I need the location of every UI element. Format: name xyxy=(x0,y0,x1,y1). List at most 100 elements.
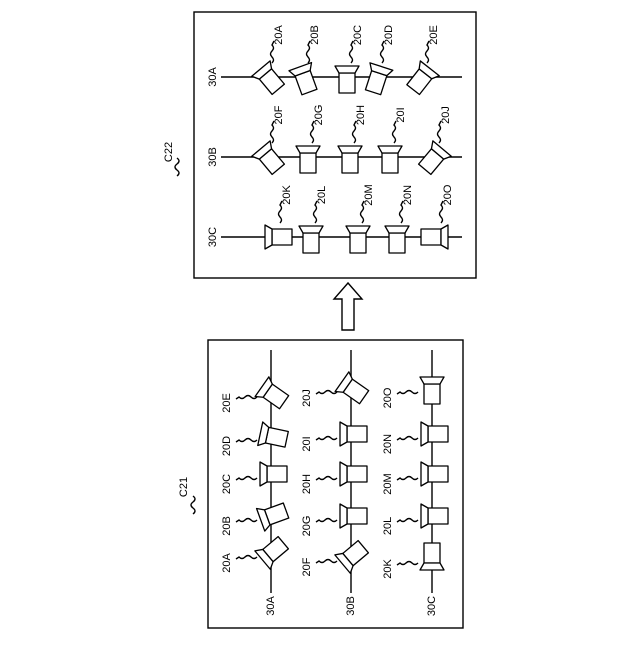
panel-c22-label: C22 xyxy=(163,142,175,162)
lamp-unit: 20E xyxy=(404,25,440,97)
lamp-unit: 20O xyxy=(421,184,454,249)
lamp-body xyxy=(289,63,321,97)
unit-label: 20O xyxy=(382,387,394,408)
lamp-unit: 20A xyxy=(221,534,291,573)
lamp-body xyxy=(338,146,362,173)
lamp-unit: 20N xyxy=(382,422,448,454)
unit-leader xyxy=(397,391,418,395)
upper-rail-30b: 30B 20F 20G 20H 20I 20J xyxy=(207,105,462,177)
lamp-body xyxy=(299,226,323,253)
lamp-unit: 20A xyxy=(252,25,288,97)
unit-leader xyxy=(316,391,337,395)
lower-rail-30b: 30B20F20G20H20I20J xyxy=(301,350,371,616)
unit-label: 20K xyxy=(281,185,293,205)
lower-rail-30c: 30C20K20L20M20N20O xyxy=(382,350,448,616)
unit-label: 20C xyxy=(221,474,233,494)
lamp-unit: 20G xyxy=(296,105,325,173)
unit-label: 20E xyxy=(428,25,440,45)
lamp-unit: 20K xyxy=(382,543,444,579)
unit-label: 20N xyxy=(402,185,414,205)
unit-label: 20A xyxy=(273,25,285,45)
lamp-body xyxy=(340,462,367,486)
unit-leader xyxy=(397,562,418,566)
unit-label: 20M xyxy=(363,184,375,205)
lamp-body xyxy=(258,422,289,451)
lamp-body xyxy=(378,146,402,173)
lamp-unit: 20J xyxy=(416,106,452,177)
unit-leader xyxy=(316,437,337,441)
lamp-unit: 20I xyxy=(378,107,407,173)
lamp-unit: 20C xyxy=(221,462,287,494)
unit-leader xyxy=(236,439,257,443)
unit-leader xyxy=(236,556,257,560)
lamp-body xyxy=(335,372,371,407)
upper-rail-30c: 30C20K20L20M20N20O xyxy=(207,184,462,253)
lamp-body xyxy=(420,377,444,404)
lamp-body xyxy=(257,499,291,531)
panel-c21-leader xyxy=(191,496,195,514)
lamp-unit: 20N xyxy=(385,185,414,253)
lamp-body xyxy=(385,226,409,253)
unit-leader xyxy=(316,519,337,523)
unit-leader xyxy=(397,519,418,523)
lamp-body xyxy=(416,141,452,177)
lamp-unit: 20L xyxy=(382,504,448,535)
lamp-unit: 20B xyxy=(289,25,321,96)
lamp-body xyxy=(340,504,367,528)
lamp-body xyxy=(335,66,359,93)
lamp-unit: 20K xyxy=(265,185,293,249)
unit-leader xyxy=(316,477,337,481)
panel-c22: C22 30A20A20B20C20D20E30B20F20G20H20I20J… xyxy=(163,12,476,278)
unit-label: 20I xyxy=(301,436,313,451)
transition-arrow xyxy=(334,283,362,330)
lower-rail-30a: 30A 20A 20B 20C 20D 20E xyxy=(221,350,291,616)
rail-label: 30B xyxy=(207,147,219,167)
panel-c21: C21 30A20A20B20C20D20E30B20F20G20H20I20J… xyxy=(178,340,463,628)
unit-label: 20E xyxy=(221,393,233,413)
lamp-body xyxy=(421,504,448,528)
unit-label: 20C xyxy=(352,25,364,45)
unit-leader xyxy=(397,437,418,441)
upper-rail-30a: 30A20A20B20C20D20E xyxy=(207,25,462,97)
lamp-unit: 20I xyxy=(301,422,367,452)
unit-leader xyxy=(397,477,418,481)
unit-label: 20A xyxy=(221,553,233,573)
panel-c21-label: C21 xyxy=(178,477,190,497)
lamp-body xyxy=(421,422,448,446)
lamp-unit: 20L xyxy=(299,186,328,253)
unit-label: 20G xyxy=(313,105,325,126)
lamp-body xyxy=(255,377,291,412)
unit-label: 20B xyxy=(309,25,321,45)
lamp-unit: 20D xyxy=(221,422,289,456)
lamp-unit: 20H xyxy=(301,462,367,494)
lamp-unit: 20O xyxy=(382,377,444,408)
lamp-unit: 20M xyxy=(346,184,375,253)
lamp-unit: 20D xyxy=(362,25,395,96)
lamp-body xyxy=(346,226,370,253)
panel-c22-leader xyxy=(175,158,179,176)
rail-label: 30A xyxy=(265,596,277,616)
lamp-unit: 20F xyxy=(252,105,288,177)
lamp-body xyxy=(420,543,444,570)
unit-leader xyxy=(236,477,257,481)
unit-label: 20L xyxy=(316,186,328,204)
lamp-unit: 20B xyxy=(221,499,290,536)
unit-label: 20H xyxy=(355,105,367,125)
unit-leader xyxy=(393,121,397,143)
unit-label: 20I xyxy=(395,107,407,122)
lamp-unit: 20E xyxy=(221,377,291,413)
unit-label: 20F xyxy=(273,105,285,124)
unit-label: 20D xyxy=(383,25,395,45)
lamp-unit: 20C xyxy=(335,25,364,93)
unit-label: 20J xyxy=(440,106,452,124)
lamp-unit: 20F xyxy=(301,538,371,577)
rail-label: 30B xyxy=(345,596,357,616)
unit-label: 20G xyxy=(301,516,313,537)
lamp-unit: 20H xyxy=(338,105,367,173)
lamp-body xyxy=(265,225,292,249)
lamp-unit: 20M xyxy=(382,462,448,495)
unit-label: 20N xyxy=(382,434,394,454)
lamp-body xyxy=(404,61,440,97)
lamp-body xyxy=(421,225,448,249)
